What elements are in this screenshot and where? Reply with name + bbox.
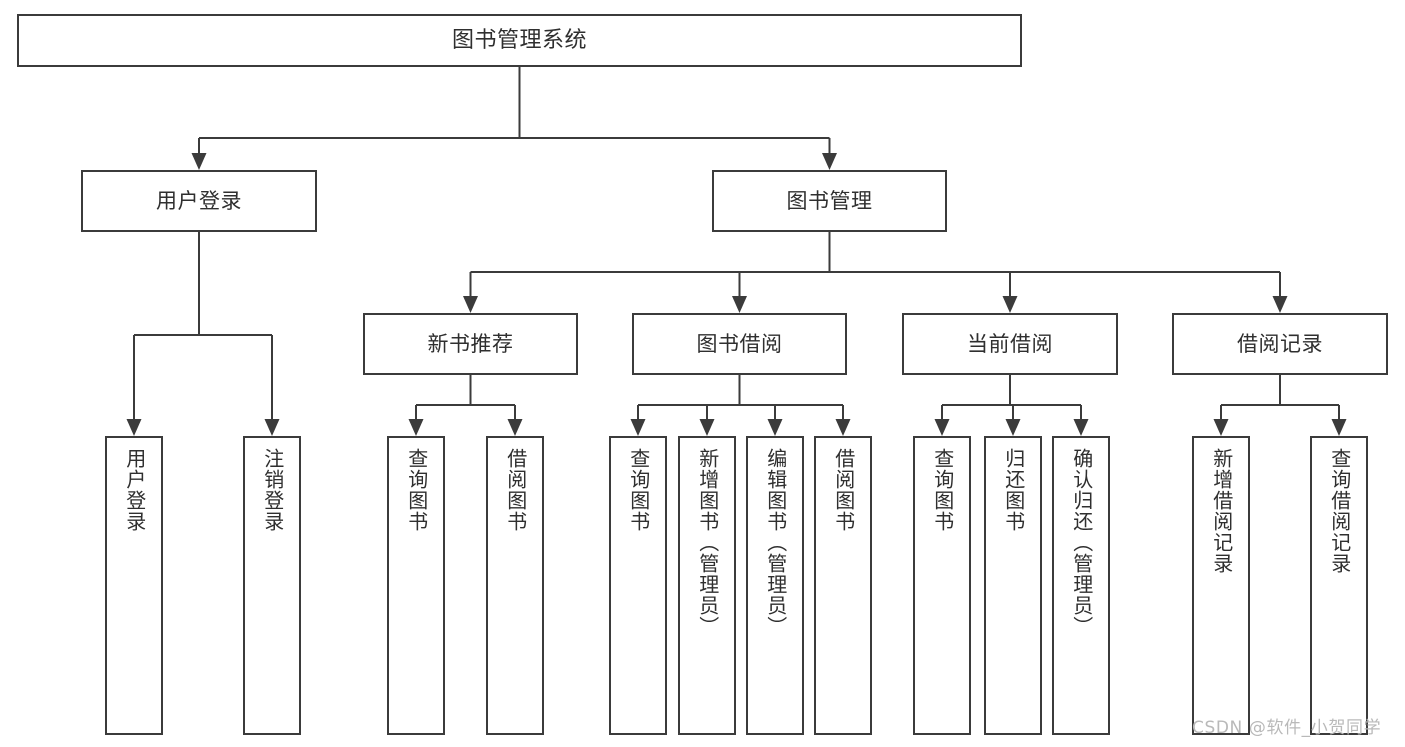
node-l_b1[interactable]: 借阅图书 [486,436,544,735]
node-label-l_q2: 查询图书 [626,448,651,532]
node-current[interactable]: 当前借阅 [902,313,1118,375]
node-label-current: 当前借阅 [967,331,1053,356]
node-newbook[interactable]: 新书推荐 [363,313,578,375]
node-label-l_login: 用户登录 [122,448,147,532]
node-label-l_logout: 注销登录 [260,448,285,532]
node-label-bookmgmt: 图书管理 [786,188,873,213]
node-label-records: 借阅记录 [1237,331,1323,356]
node-label-l_q1: 查询图书 [404,448,429,532]
arrowhead-icon-root-login [191,153,207,170]
node-label-newbook: 新书推荐 [427,331,514,356]
arrowhead-icon-current-l_q3 [934,419,950,436]
node-root[interactable]: 图书管理系统 [17,14,1022,67]
node-label-borrow: 图书借阅 [696,331,783,356]
node-login[interactable]: 用户登录 [81,170,317,232]
node-l_qrec[interactable]: 查询借阅记录 [1310,436,1368,735]
arrowhead-icon-bookmgmt-records [1272,296,1288,313]
arrowhead-icon-newbook-l_q1 [408,419,424,436]
arrowhead-icon-borrow-l_add [699,419,715,436]
node-l_q1[interactable]: 查询图书 [387,436,445,735]
node-label-l_q3: 查询图书 [930,448,955,532]
node-label-root: 图书管理系统 [451,27,587,53]
arrowhead-icon-borrow-l_q2 [630,419,646,436]
node-label-l_addrec: 新增借阅记录 [1209,448,1234,574]
node-label-l_conf: 确认归还（管理员） [1069,448,1094,637]
node-l_q3[interactable]: 查询图书 [913,436,971,735]
node-bookmgmt[interactable]: 图书管理 [712,170,947,232]
arrowhead-icon-bookmgmt-current [1002,296,1018,313]
node-label-login: 用户登录 [156,188,242,213]
node-l_b2[interactable]: 借阅图书 [814,436,872,735]
arrowhead-icon-newbook-l_b1 [507,419,523,436]
arrowhead-icon-login-l_logout [264,419,280,436]
arrowhead-icon-login-l_login [126,419,142,436]
node-label-l_edit: 编辑图书（管理员） [763,448,788,637]
arrowhead-icon-borrow-l_b2 [835,419,851,436]
arrowhead-icon-borrow-l_edit [767,419,783,436]
arrowhead-icon-current-l_ret [1005,419,1021,436]
node-l_login[interactable]: 用户登录 [105,436,163,735]
node-l_add[interactable]: 新增图书（管理员） [678,436,736,735]
node-l_logout[interactable]: 注销登录 [243,436,301,735]
node-label-l_qrec: 查询借阅记录 [1327,448,1352,574]
csdn-watermark: CSDN @软件_小贺同学 [1192,718,1382,738]
node-l_edit[interactable]: 编辑图书（管理员） [746,436,804,735]
node-borrow[interactable]: 图书借阅 [632,313,847,375]
arrowhead-icon-root-bookmgmt [822,153,837,170]
node-label-l_b1: 借阅图书 [503,448,528,532]
node-records[interactable]: 借阅记录 [1172,313,1388,375]
node-label-l_add: 新增图书（管理员） [695,448,720,637]
node-l_ret[interactable]: 归还图书 [984,436,1042,735]
node-label-l_ret: 归还图书 [1001,448,1026,532]
arrowhead-icon-records-l_qrec [1331,419,1347,436]
arrowhead-icon-bookmgmt-newbook [463,296,478,313]
node-l_addrec[interactable]: 新增借阅记录 [1192,436,1250,735]
node-l_q2[interactable]: 查询图书 [609,436,667,735]
arrowhead-icon-records-l_addrec [1213,419,1229,436]
node-l_conf[interactable]: 确认归还（管理员） [1052,436,1110,735]
arrowhead-icon-bookmgmt-borrow [732,296,747,313]
arrowhead-icon-current-l_conf [1073,419,1089,436]
node-label-l_b2: 借阅图书 [831,448,856,532]
